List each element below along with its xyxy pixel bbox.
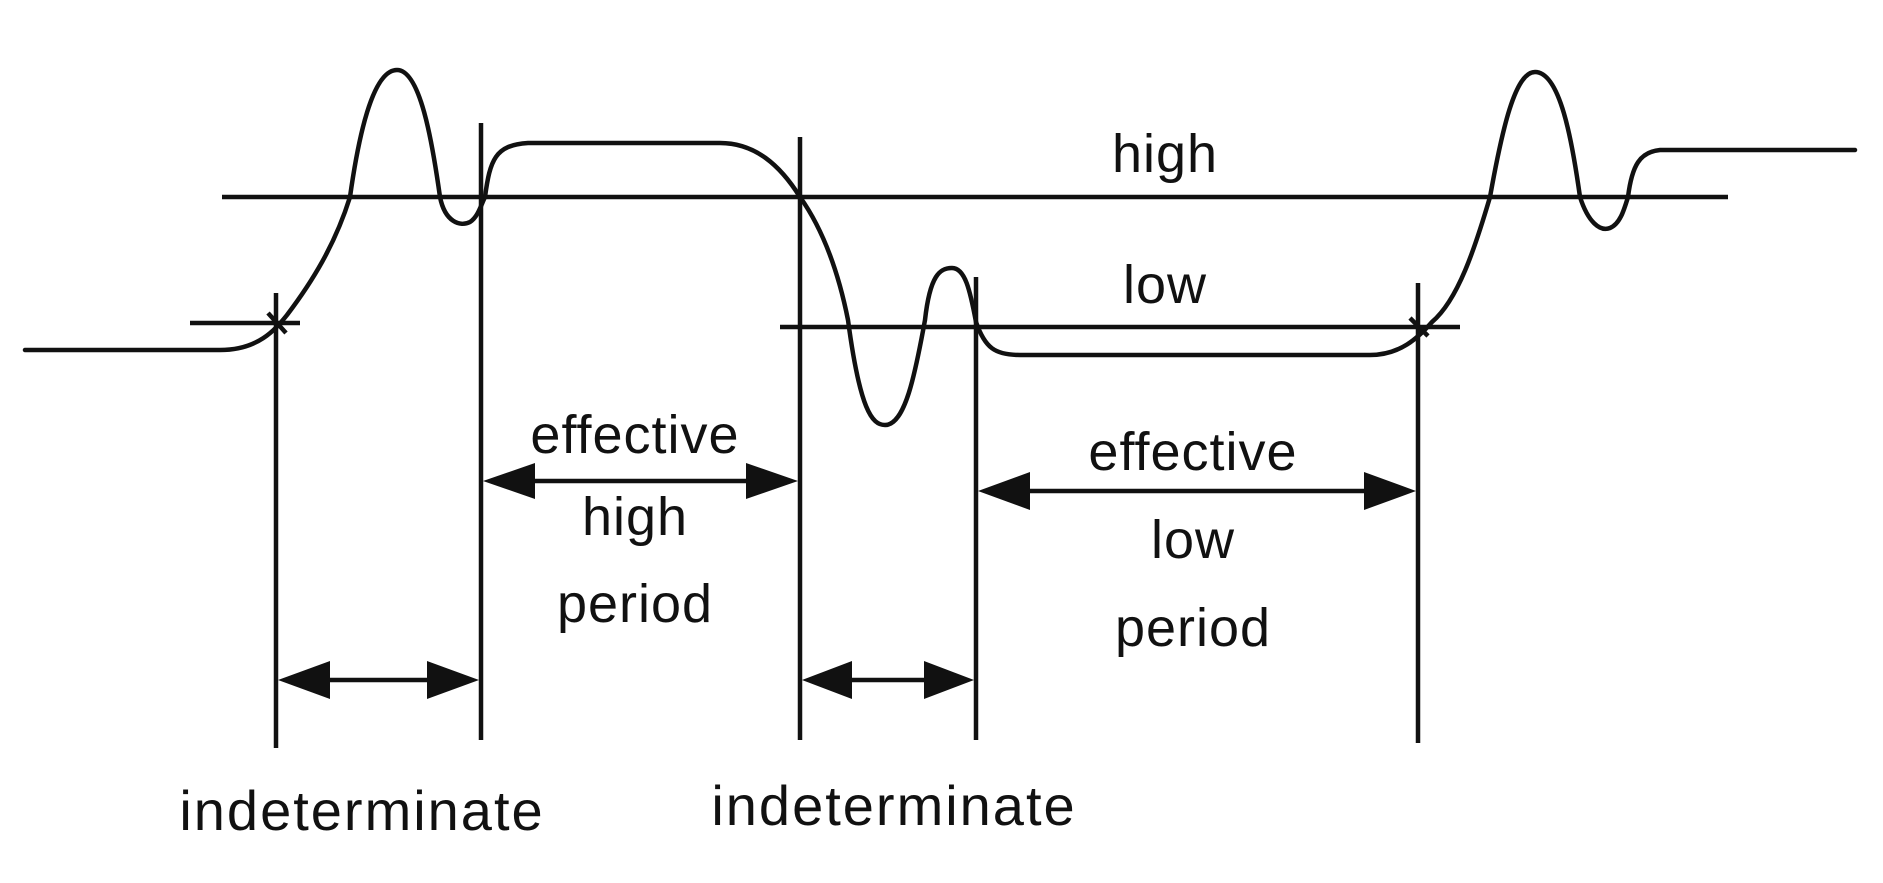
- effective-low-period-arrow: [978, 472, 1416, 510]
- effective-low-label-line3: period: [1115, 598, 1271, 658]
- crossing-tick-2: [1408, 316, 1430, 338]
- indeterminate-arrow-1: [278, 661, 479, 699]
- indeterminate-arrow-2: [802, 661, 974, 699]
- effective-high-label-line2: high: [582, 487, 688, 547]
- high-threshold-label: high: [1112, 124, 1218, 184]
- indeterminate-label-2: indeterminate: [711, 774, 1076, 837]
- effective-high-label-line3: period: [557, 574, 713, 634]
- crossing-tick-1: [266, 311, 288, 335]
- effective-high-label-line1: effective: [530, 405, 739, 465]
- low-threshold-label: low: [1123, 255, 1207, 315]
- indeterminate-label-1: indeterminate: [179, 779, 544, 842]
- signal-waveform: [22, 67, 1858, 428]
- effective-high-period-arrow: [483, 463, 798, 499]
- effective-low-label-line2: low: [1151, 510, 1235, 570]
- effective-low-label-line1: effective: [1088, 422, 1297, 482]
